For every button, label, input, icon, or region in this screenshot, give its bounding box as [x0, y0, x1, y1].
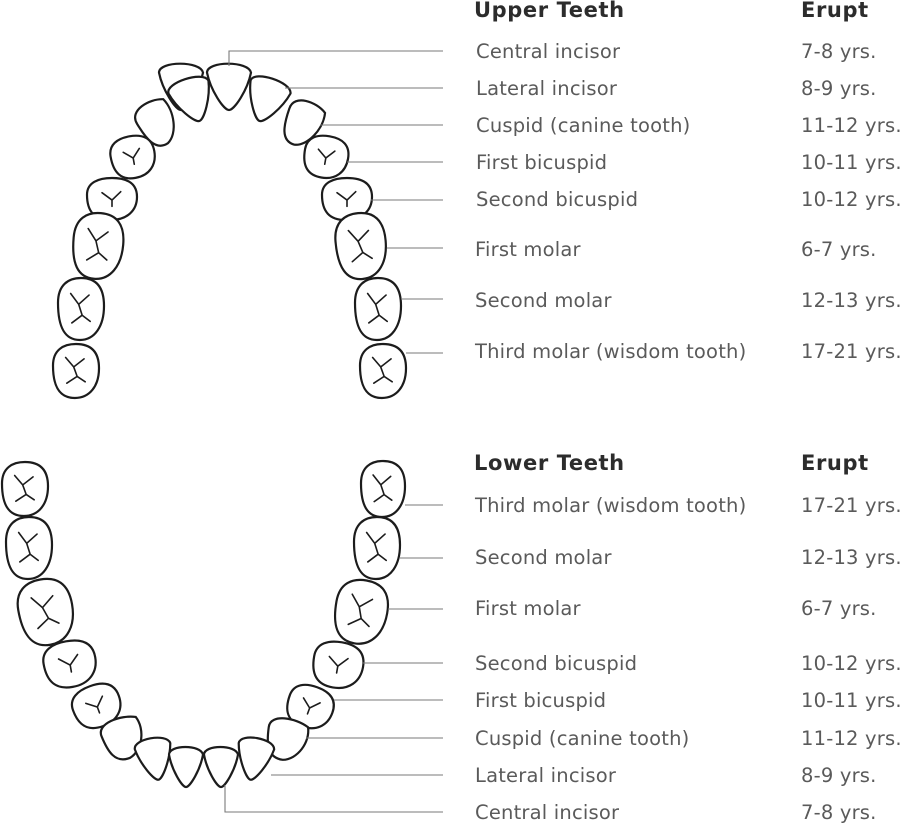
upper-erupt-second-molar: 12-13 yrs.	[801, 289, 900, 312]
upper-label-lateral-incisor: Lateral incisor	[476, 77, 618, 100]
lower-erupt-lateral-incisor: 8-9 yrs.	[801, 764, 877, 787]
upper-teeth-heading: Upper Teeth	[474, 0, 625, 22]
lower-label-cuspid: Cuspid (canine tooth)	[475, 727, 690, 750]
lower-label-lateral-incisor: Lateral incisor	[475, 764, 617, 787]
lower-erupt-second-bicuspid: 10-12 yrs.	[801, 652, 900, 675]
upper-arch	[51, 62, 408, 400]
lower-right-lateral-incisor-tooth	[237, 736, 276, 781]
upper-right-lateral-incisor-tooth	[249, 75, 292, 123]
upper-label-second-bicuspid: Second bicuspid	[476, 188, 639, 211]
lower-erupt-central-incisor: 7-8 yrs.	[801, 801, 877, 824]
lower-label-second-bicuspid: Second bicuspid	[475, 652, 638, 675]
upper-left-first-bicuspid-tooth	[109, 134, 156, 180]
lower-right-second-molar-tooth	[352, 515, 402, 581]
lower-erupt-heading: Erupt	[801, 451, 869, 475]
lower-right-third-molar-tooth	[359, 459, 407, 519]
lower-label-first-molar: First molar	[475, 597, 581, 620]
lower-label-central-incisor: Central incisor	[475, 801, 620, 824]
upper-erupt-third-molar: 17-21 yrs.	[801, 340, 900, 363]
upper-erupt-central-incisor: 7-8 yrs.	[801, 40, 877, 63]
upper-left-first-molar-tooth	[72, 211, 125, 280]
lower-left-central-incisor-tooth	[167, 745, 205, 789]
upper-right-first-bicuspid-tooth	[303, 134, 350, 180]
lower-left-first-bicuspid-tooth	[70, 682, 122, 730]
lower-arch	[0, 459, 407, 789]
upper-left-third-molar-tooth	[51, 342, 101, 400]
upper-left-second-molar-tooth	[56, 276, 106, 342]
upper-erupt-second-bicuspid: 10-12 yrs.	[801, 188, 900, 211]
lower-left-third-molar-tooth	[0, 460, 50, 518]
lower-left-first-molar-tooth	[16, 577, 74, 647]
lower-erupt-second-molar: 12-13 yrs.	[801, 546, 900, 569]
upper-left-lateral-incisor-tooth	[167, 75, 210, 123]
lower-label-third-molar: Third molar (wisdom tooth)	[475, 494, 747, 517]
lower-right-first-molar-tooth	[333, 578, 390, 645]
upper-right-cuspid-tooth	[283, 99, 327, 146]
upper-label-first-bicuspid: First bicuspid	[476, 151, 608, 174]
lower-teeth-heading: Lower Teeth	[474, 451, 625, 475]
lower-left-second-bicuspid-tooth	[42, 639, 97, 689]
upper-leader-central-incisor	[228, 50, 443, 66]
lower-label-second-molar: Second molar	[475, 546, 612, 569]
upper-erupt-first-molar: 6-7 yrs.	[801, 238, 877, 261]
upper-right-third-molar-tooth	[358, 342, 408, 400]
lower-right-central-incisor-tooth	[202, 745, 240, 789]
upper-label-first-molar: First molar	[475, 238, 581, 261]
lower-erupt-third-molar: 17-21 yrs.	[801, 494, 900, 517]
lower-left-cuspid-tooth	[99, 715, 143, 761]
upper-label-second-molar: Second molar	[475, 289, 612, 312]
upper-label-cuspid: Cuspid (canine tooth)	[476, 114, 691, 137]
lower-erupt-first-bicuspid: 10-11 yrs.	[801, 689, 900, 712]
upper-erupt-first-bicuspid: 10-11 yrs.	[801, 151, 900, 174]
upper-erupt-lateral-incisor: 8-9 yrs.	[801, 77, 877, 100]
lower-left-lateral-incisor-tooth	[133, 736, 172, 781]
lower-erupt-cuspid: 11-12 yrs.	[801, 727, 900, 750]
upper-erupt-heading: Erupt	[801, 0, 869, 22]
upper-right-second-molar-tooth	[353, 276, 403, 342]
upper-right-second-bicuspid-tooth	[320, 176, 374, 222]
lower-erupt-first-molar: 6-7 yrs.	[801, 597, 877, 620]
lower-right-second-bicuspid-tooth	[312, 640, 365, 690]
upper-right-central-incisor-tooth	[205, 62, 253, 112]
upper-label-third-molar: Third molar (wisdom tooth)	[475, 340, 747, 363]
lower-left-second-molar-tooth	[4, 515, 54, 581]
lower-leader-central-incisor	[224, 785, 443, 813]
leader-lines	[224, 50, 443, 813]
upper-right-first-molar-tooth	[334, 211, 387, 281]
lower-label-first-bicuspid: First bicuspid	[475, 689, 607, 712]
upper-label-central-incisor: Central incisor	[476, 40, 621, 63]
upper-erupt-cuspid: 11-12 yrs.	[801, 114, 900, 137]
